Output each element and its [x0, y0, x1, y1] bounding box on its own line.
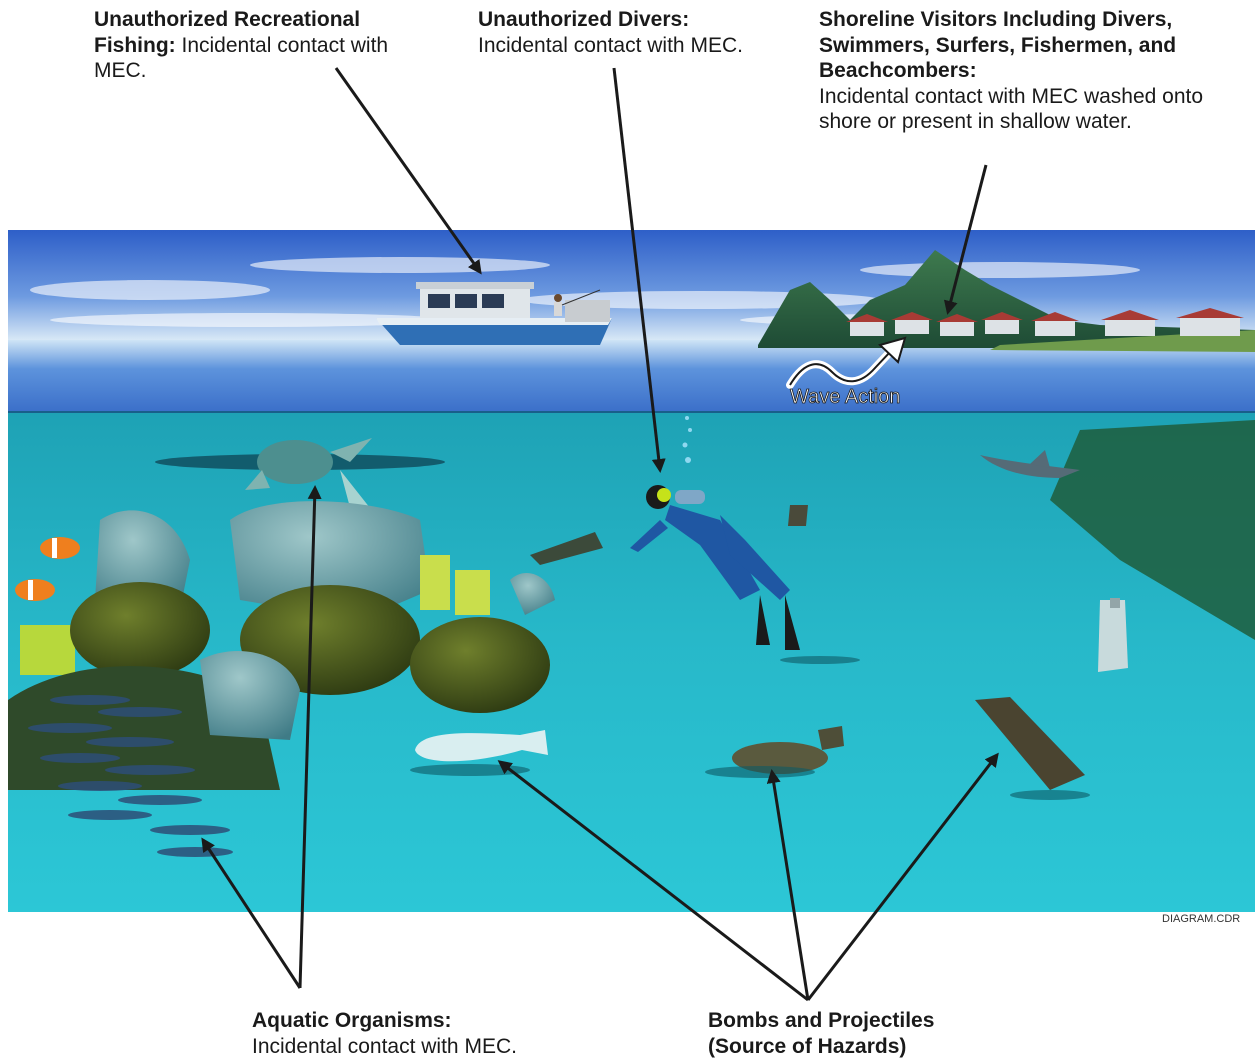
label-unauthorized-divers-text: Incidental contact with MEC. — [478, 34, 743, 57]
label-aquatic-organisms-text: Incidental contact with MEC. — [252, 1035, 517, 1058]
label-shoreline-visitors: Shoreline Visitors Including Divers, Swi… — [819, 7, 1239, 135]
label-bombs-projectiles-title: Bombs and Projectiles — [708, 1009, 934, 1032]
label-shoreline-visitors-title: Shoreline Visitors Including Divers, Swi… — [819, 8, 1176, 82]
wave-action-label: Wave Action — [790, 386, 900, 408]
label-bombs-projectiles: Bombs and Projectiles (Source of Hazards… — [708, 1008, 1028, 1059]
projectile-small — [788, 505, 808, 526]
label-unauthorized-divers-title: Unauthorized Divers: — [478, 8, 689, 31]
water-surface — [8, 340, 1255, 412]
label-shoreline-visitors-text: Incidental contact with MEC washed onto … — [819, 85, 1203, 134]
label-aquatic-organisms-title: Aquatic Organisms: — [252, 1009, 452, 1032]
label-unauthorized-fishing: Unauthorized Recreational Fishing: Incid… — [94, 7, 414, 84]
bomb-canister — [1098, 600, 1128, 672]
label-aquatic-organisms: Aquatic Organisms: Incidental contact wi… — [252, 1008, 592, 1059]
label-bombs-projectiles-subtitle: (Source of Hazards) — [708, 1035, 906, 1058]
file-name-tag: DIAGRAM.CDR — [1162, 913, 1240, 925]
label-unauthorized-divers: Unauthorized Divers: Incidental contact … — [478, 7, 798, 58]
